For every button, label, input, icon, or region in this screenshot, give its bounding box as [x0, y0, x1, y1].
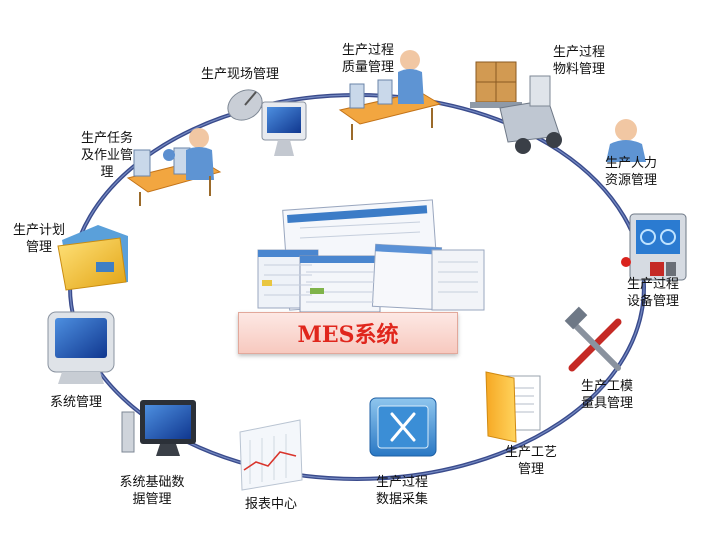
hammer-wrench-icon — [564, 306, 622, 372]
node-label-plan: 生产计划管理 — [12, 223, 65, 255]
screenshot-cluster-icon — [257, 199, 485, 313]
node-label-report: 报表中心 — [244, 497, 297, 512]
node-label-process: 生产工艺管理 — [504, 445, 557, 477]
control-panel-icon — [621, 213, 687, 281]
node-label-collect: 生产过程数据采集 — [375, 475, 428, 507]
assembly-line-icon — [126, 128, 222, 206]
satellite-monitor-icon — [227, 89, 307, 156]
node-label-task: 生产任务及作业管理 — [80, 131, 133, 180]
mes-system-title: MES系统 — [238, 312, 458, 354]
node-label-basedata: 系统基础数据管理 — [119, 475, 185, 507]
node-label-quality: 生产过程质量管理 — [341, 43, 394, 75]
document-folder-icon — [485, 371, 541, 443]
node-label-tooling: 生产工模量具管理 — [580, 379, 633, 411]
node-label-equipment: 生产过程设备管理 — [626, 277, 679, 309]
node-label-material: 生产过程物料管理 — [552, 45, 605, 77]
inspection-line-icon — [338, 50, 442, 140]
node-label-onsite: 生产现场管理 — [200, 67, 279, 82]
node-label-sysmgmt: 系统管理 — [49, 395, 102, 410]
monitor-icon — [47, 311, 115, 384]
tools-tablet-icon — [369, 397, 437, 457]
forklift-icon — [470, 61, 562, 154]
folder-icon — [57, 225, 128, 291]
node-label-hr: 生产人力资源管理 — [604, 156, 657, 188]
desktop-computer-icon — [121, 400, 196, 456]
worker-icon — [606, 119, 646, 162]
report-chart-icon — [239, 419, 303, 491]
